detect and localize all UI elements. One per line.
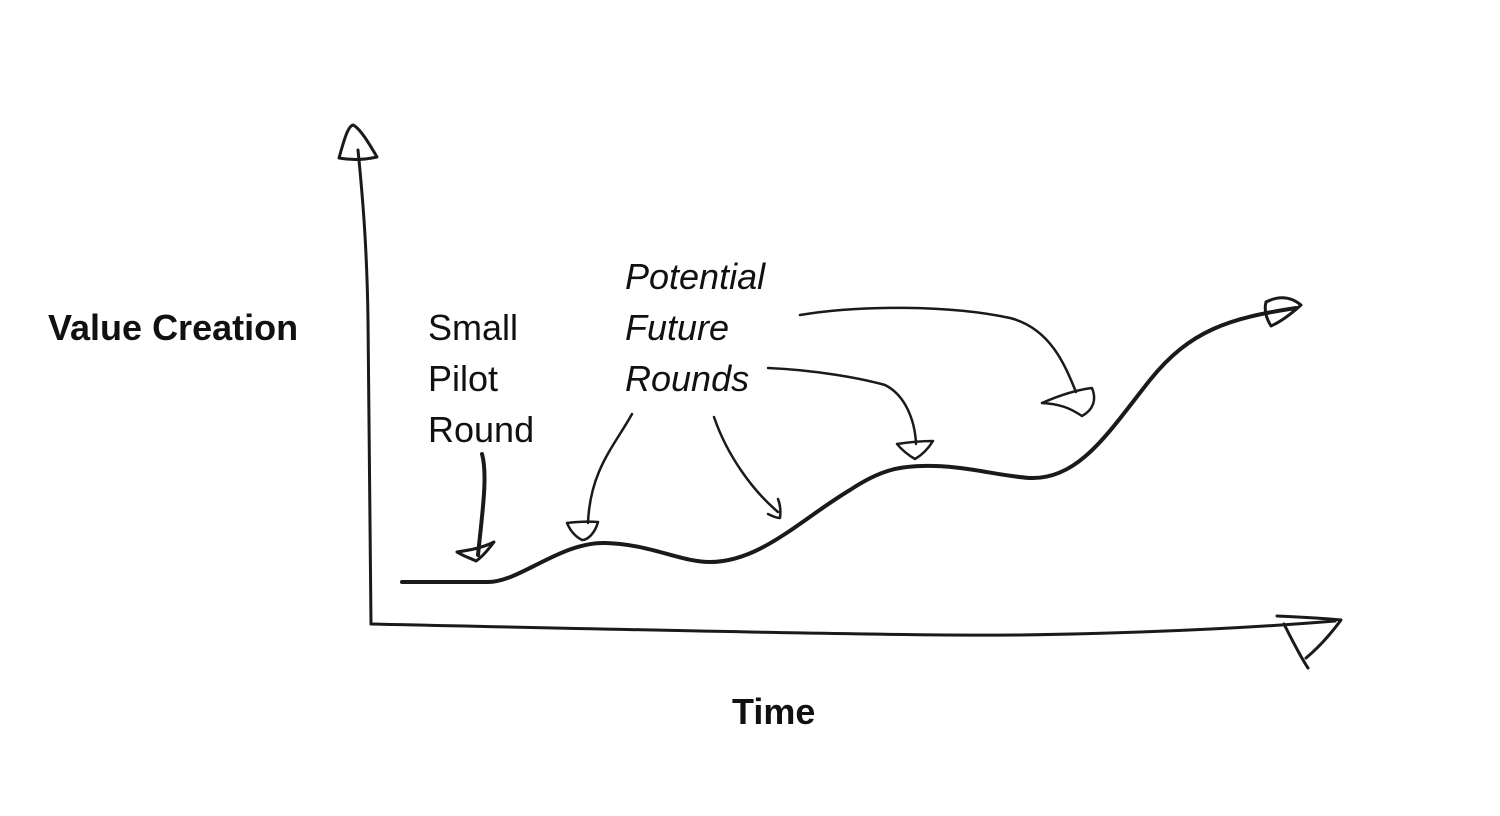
future-arrowhead-2-icon (766, 497, 782, 520)
y-axis-label: Value Creation (48, 307, 299, 348)
y-axis-arrowhead-icon (337, 123, 379, 161)
future-arrow-4-line (798, 306, 1078, 394)
future-note-line: Rounds (625, 358, 750, 399)
y-axis-line (356, 148, 373, 626)
pilot-note-line: Small (428, 307, 519, 348)
x-axis-line (369, 619, 1337, 637)
future-arrowhead-1-icon (565, 520, 600, 542)
future-note-line: Potential (625, 256, 766, 297)
future-arrowhead-4-icon (1040, 386, 1096, 418)
future-arrow-2-line (712, 415, 780, 514)
value-curve (400, 306, 1298, 584)
pilot-note-line: Pilot (428, 358, 499, 399)
future-note-line: Future (625, 307, 730, 348)
pilot-arrowhead-icon (455, 540, 496, 563)
value-curve-arrowhead-icon (1263, 296, 1303, 328)
x-axis-arrowhead-icon (1275, 614, 1343, 670)
pilot-round-note: Small Pilot Round (428, 302, 534, 455)
future-arrow-3-line (766, 366, 918, 446)
future-arrow-1-line (586, 412, 634, 525)
future-arrowhead-3-icon (895, 439, 935, 461)
x-axis-label: Time (732, 691, 816, 732)
future-rounds-note: Potential Future Rounds (625, 251, 765, 404)
pilot-arrow-line (476, 452, 487, 557)
pilot-note-line: Round (428, 409, 535, 450)
